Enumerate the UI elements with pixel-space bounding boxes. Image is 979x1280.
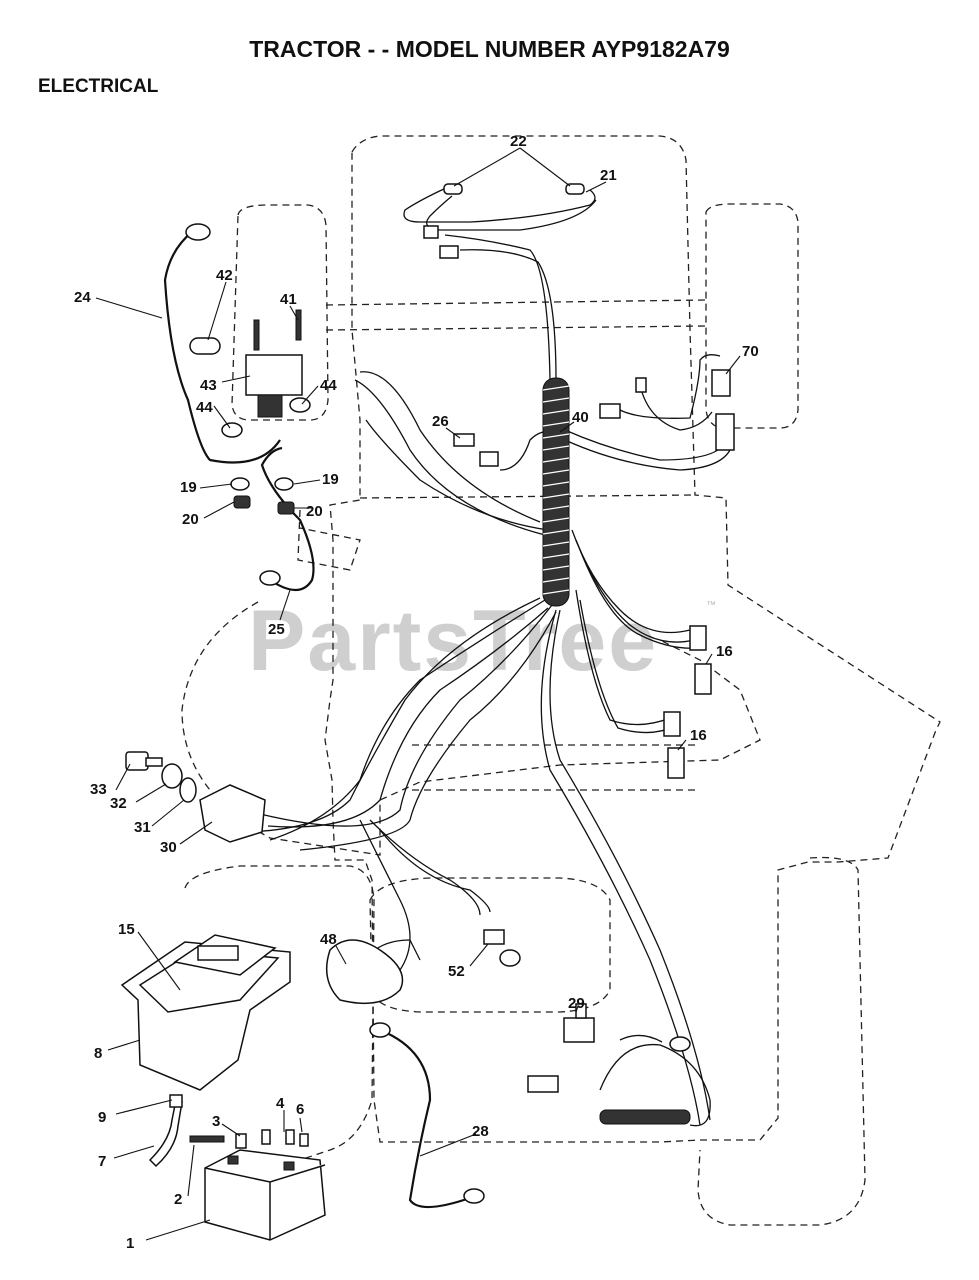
callout-31: 31 — [134, 819, 151, 836]
front-axle — [325, 299, 707, 331]
dash-inner — [297, 509, 361, 571]
wiring-harness — [163, 187, 731, 1209]
ignition-switch-30 — [199, 784, 266, 843]
callout-44-left: 44 — [196, 399, 213, 416]
callout-8: 8 — [94, 1045, 102, 1062]
key-33 — [125, 751, 149, 771]
cable-25 — [260, 446, 315, 592]
plug-70 — [711, 369, 731, 397]
switch-29 — [563, 1017, 595, 1043]
callout-28: 28 — [472, 1123, 489, 1140]
callout-22: 22 — [510, 133, 527, 150]
callout-44-right: 44 — [320, 377, 337, 394]
solenoid-43 — [245, 354, 303, 396]
connector-16-top — [689, 625, 707, 651]
battery-1 — [204, 1149, 326, 1241]
ground-cable-28 — [379, 1028, 471, 1209]
callout-3: 3 — [212, 1113, 220, 1130]
callout-20-left: 20 — [182, 511, 199, 528]
callout-26: 26 — [432, 413, 449, 430]
seat-outline — [369, 877, 611, 1013]
callout-16-top: 16 — [716, 643, 733, 660]
callout-labels: 1 2 3 4 6 7 8 9 15 16 16 19 19 20 20 21 … — [74, 133, 759, 1252]
lamp-22-left — [443, 183, 463, 195]
hose-7 — [148, 1099, 183, 1168]
connector-16-bottom — [663, 711, 681, 737]
watermark-trademark: ™ — [706, 600, 716, 611]
small-parts — [125, 183, 735, 1204]
callout-15: 15 — [118, 921, 135, 938]
hood-outline — [324, 135, 941, 1143]
callout-21: 21 — [600, 167, 617, 184]
battery-box-8 — [120, 934, 291, 1091]
callout-52: 52 — [448, 963, 465, 980]
callout-29: 29 — [568, 995, 585, 1012]
callout-6: 6 — [296, 1101, 304, 1118]
callout-2: 2 — [174, 1191, 182, 1208]
callout-43: 43 — [200, 377, 217, 394]
callout-16-bottom: 16 — [690, 727, 707, 744]
callout-19-right: 19 — [322, 471, 339, 488]
lamp-22-right — [565, 183, 585, 195]
callout-40: 40 — [572, 409, 589, 426]
callout-20-right: 20 — [306, 503, 323, 520]
front-wheel-right — [705, 203, 799, 429]
coil-29 — [599, 1109, 691, 1125]
callout-70: 70 — [742, 343, 759, 360]
leader-lines — [95, 147, 741, 1241]
connector-52 — [483, 929, 505, 945]
frame-line — [359, 494, 700, 791]
coil-lead-29 — [599, 1043, 711, 1127]
callout-30: 30 — [160, 839, 177, 856]
callout-32: 32 — [110, 795, 127, 812]
callout-33: 33 — [90, 781, 107, 798]
connector-48 — [325, 939, 404, 1005]
callout-25: 25 — [268, 621, 285, 638]
callout-41: 41 — [280, 291, 297, 308]
page-title: TRACTOR - - MODEL NUMBER AYP9182A79 — [249, 36, 730, 62]
callout-24: 24 — [74, 289, 91, 306]
callout-1: 1 — [126, 1235, 134, 1252]
section-title: ELECTRICAL — [38, 76, 159, 97]
solenoid-cover-42 — [189, 337, 221, 355]
callout-19-left: 19 — [180, 479, 197, 496]
callout-42: 42 — [216, 267, 233, 284]
callout-9: 9 — [98, 1109, 106, 1126]
deck-outline — [181, 601, 761, 856]
ground-cable-24 — [163, 231, 281, 464]
nut-32 — [161, 763, 183, 789]
nut-31 — [179, 777, 197, 803]
harness-coil-40 — [542, 377, 570, 607]
callout-7: 7 — [98, 1153, 106, 1170]
callout-4: 4 — [276, 1095, 285, 1112]
callout-48: 48 — [320, 931, 337, 948]
front-wheel-left — [231, 204, 329, 421]
rear-wheel-right — [697, 856, 866, 1226]
